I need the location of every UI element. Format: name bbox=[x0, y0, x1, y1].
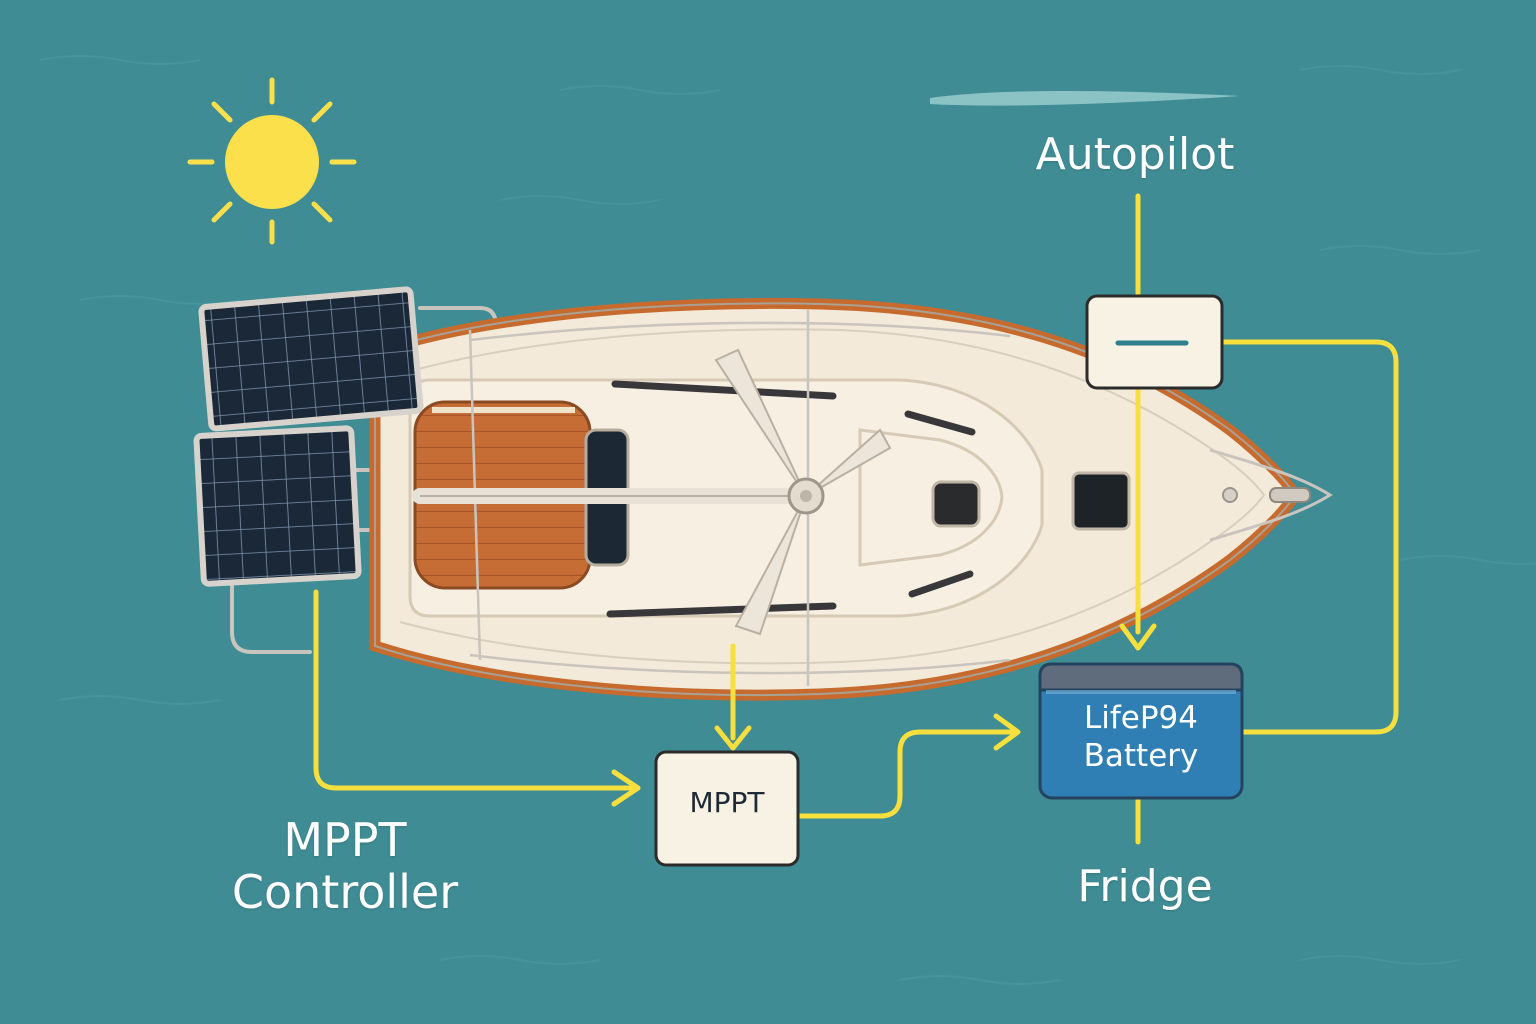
mppt-controller-label-line1: MPPT bbox=[283, 813, 407, 867]
battery-label-line2: Battery bbox=[1083, 738, 1199, 774]
arrowheads bbox=[611, 623, 1157, 807]
mppt-box bbox=[654, 750, 800, 867]
sea-ripples bbox=[39, 55, 1536, 985]
battery-icon bbox=[1038, 662, 1244, 800]
fridge-label: Fridge bbox=[1077, 861, 1213, 912]
autopilot-box bbox=[1085, 294, 1224, 390]
light-streak bbox=[930, 91, 1240, 106]
mppt-controller-label: MPPT Controller bbox=[200, 813, 490, 919]
wiring bbox=[313, 193, 1399, 845]
wire-solar-to-mppt bbox=[313, 589, 635, 791]
solar-panel-upper bbox=[198, 286, 424, 432]
battery-label-line1: LifeP94 bbox=[1083, 700, 1198, 736]
autopilot-label: Autopilot bbox=[1035, 129, 1235, 180]
mppt-box-label: MPPT bbox=[689, 786, 765, 819]
wire-battery-to-autopilot-loop bbox=[1219, 339, 1399, 735]
forward-hatch bbox=[1071, 471, 1131, 531]
sun-icon bbox=[187, 77, 357, 245]
deck-hatch bbox=[931, 480, 981, 528]
bow-pulpit bbox=[1209, 448, 1333, 542]
mppt-controller-label-line2: Controller bbox=[231, 864, 459, 919]
solar-panel-lower bbox=[193, 425, 362, 587]
solar-panel-icon bbox=[193, 286, 424, 587]
wire-mppt-to-battery bbox=[795, 729, 1015, 819]
deck-line bbox=[399, 328, 1266, 665]
wind-generator-icon bbox=[714, 348, 892, 636]
